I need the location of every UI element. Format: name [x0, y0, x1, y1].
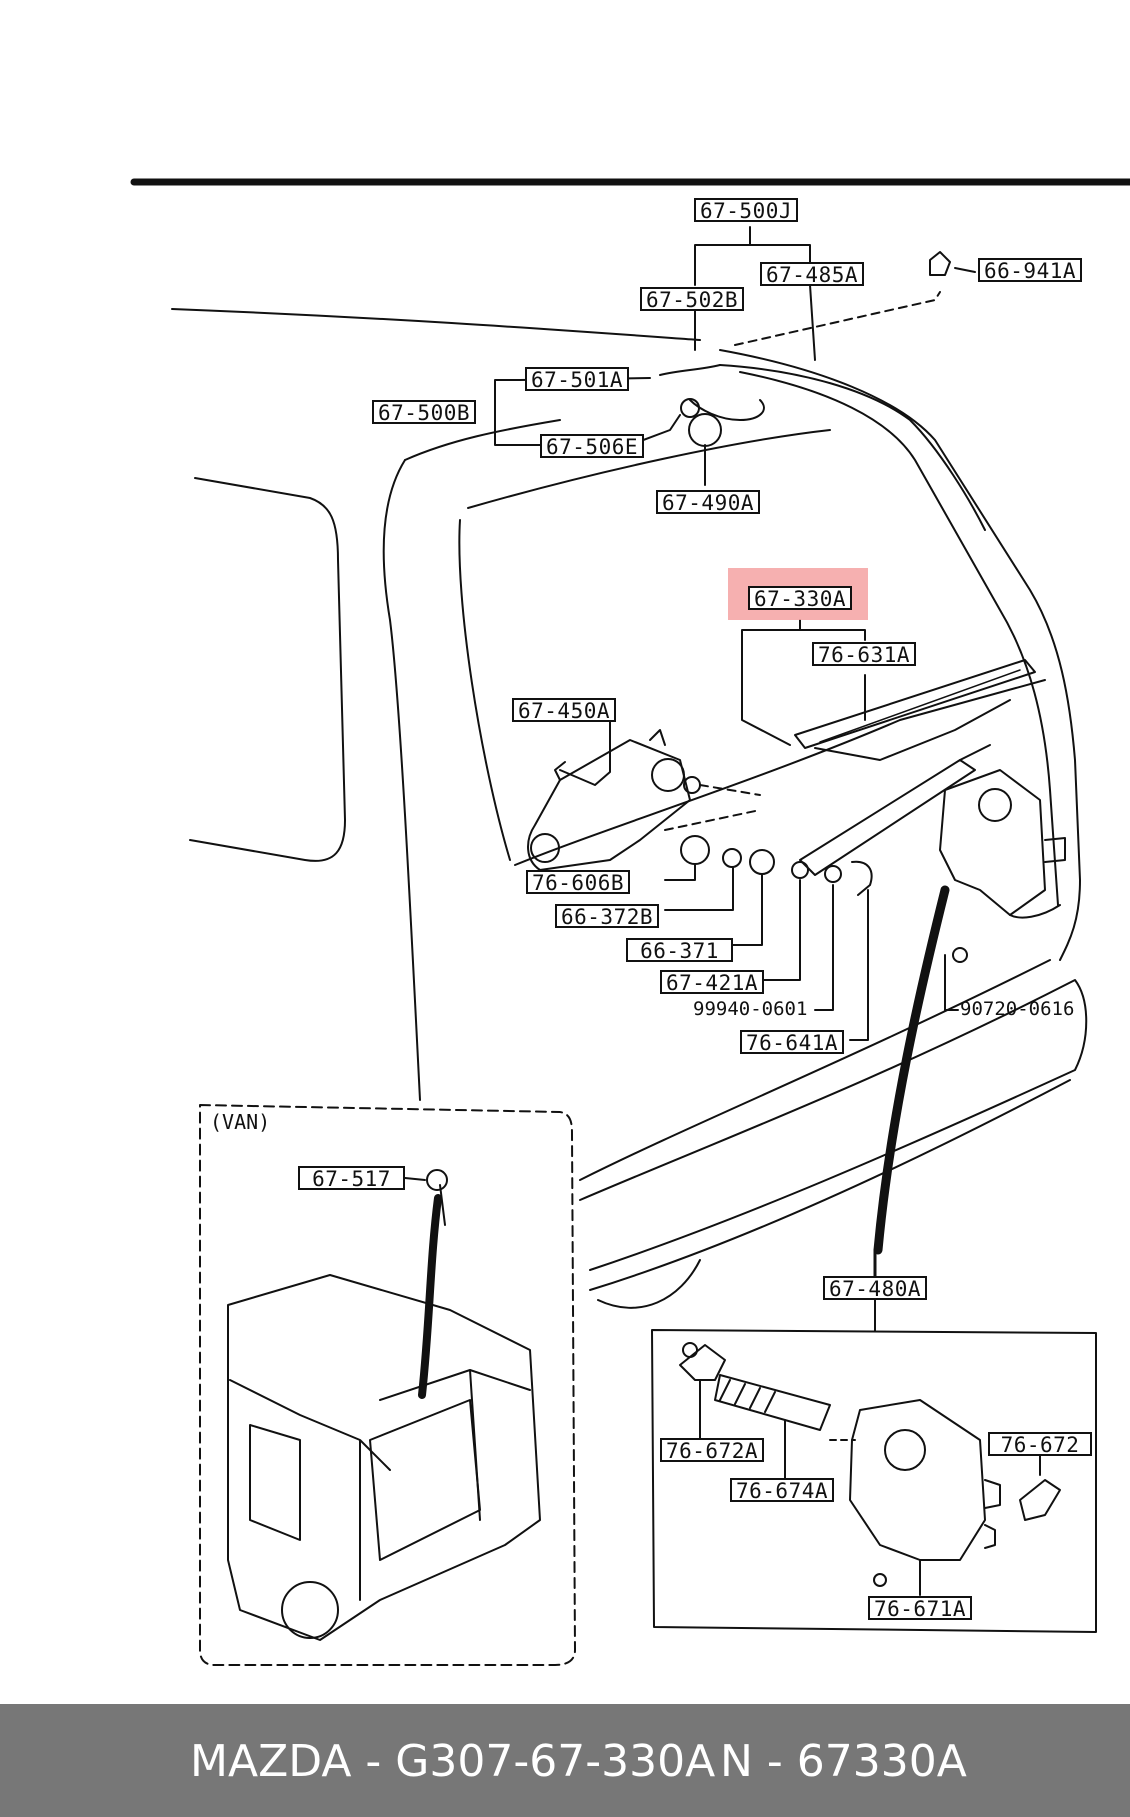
- bumper-lower: [589, 1079, 1071, 1291]
- wiper-blade: [794, 659, 1036, 749]
- label-99940-0601[interactable]: 99940-0601: [693, 998, 808, 1020]
- wiper-arm: [799, 759, 976, 876]
- van-inset: [199, 1104, 576, 1666]
- footer-bar: [0, 1704, 1130, 1817]
- pillar: [382, 459, 421, 1101]
- label-67-506E[interactable]: 67-506E: [540, 434, 645, 458]
- label-76-672[interactable]: 76-672: [988, 1432, 1092, 1456]
- label-67-330A[interactable]: 67-330A: [748, 586, 853, 610]
- label-66-371[interactable]: 66-371: [626, 938, 733, 962]
- side-window: [189, 477, 346, 862]
- pivot-cap: [680, 835, 710, 865]
- label-67-517[interactable]: 67-517: [298, 1166, 405, 1190]
- label-67-500J[interactable]: 67-500J: [694, 198, 799, 222]
- label-76-606B[interactable]: 76-606B: [526, 870, 631, 894]
- reservoir-tank: [849, 1399, 986, 1561]
- washer-tank: [939, 769, 1046, 916]
- label-76-671A[interactable]: 76-671A: [868, 1596, 973, 1620]
- label-67-502B[interactable]: 67-502B: [640, 287, 745, 311]
- label-66-372B[interactable]: 66-372B: [555, 904, 660, 928]
- pillar-top: [404, 419, 561, 461]
- label-67-500B[interactable]: 67-500B: [372, 400, 477, 424]
- label-67-421A[interactable]: 67-421A: [660, 970, 765, 994]
- label-90720-0616[interactable]: 90720-0616: [960, 998, 1075, 1020]
- reservoir-box: [651, 1329, 1097, 1633]
- nozzle: [688, 413, 722, 447]
- filler-neck: [714, 1374, 831, 1431]
- rear-glass: [458, 429, 1046, 866]
- label-67-480A[interactable]: 67-480A: [823, 1276, 928, 1300]
- label-67-485A[interactable]: 67-485A: [760, 262, 865, 286]
- footer-part-number: N - 67330A: [720, 1736, 967, 1787]
- liftgate-outer: [719, 349, 1081, 961]
- roof-outline: [171, 308, 701, 341]
- body-lower: [579, 959, 1051, 1181]
- lower-edge: [597, 1259, 701, 1309]
- label-76-672A[interactable]: 76-672A: [660, 1438, 765, 1462]
- label-76-631A[interactable]: 76-631A: [812, 642, 917, 666]
- wiper-motor: [527, 739, 691, 871]
- footer-part-code: MAZDA - G307-67-330A: [190, 1736, 716, 1787]
- label-76-641A[interactable]: 76-641A: [740, 1030, 845, 1054]
- washer-hose: [719, 364, 986, 531]
- label-76-674A[interactable]: 76-674A: [730, 1478, 835, 1502]
- label-67-450A[interactable]: 67-450A: [512, 698, 617, 722]
- van-inset-label: (VAN): [210, 1110, 271, 1134]
- liftgate-inner: [739, 371, 1059, 906]
- label-67-490A[interactable]: 67-490A: [656, 490, 761, 514]
- label-66-941A[interactable]: 66-941A: [978, 258, 1083, 282]
- label-67-501A[interactable]: 67-501A: [525, 367, 630, 391]
- bumper: [579, 979, 1088, 1271]
